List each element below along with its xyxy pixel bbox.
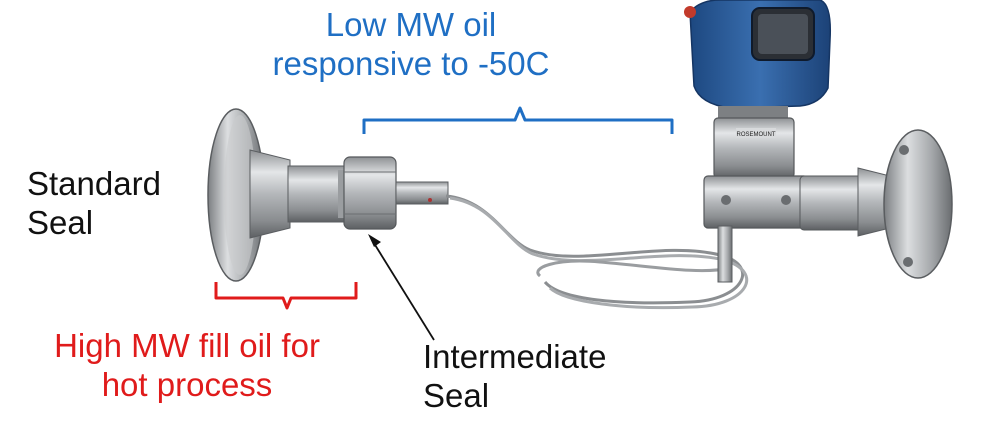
capillary-tube [445, 194, 748, 310]
pressure-transmitter: ROSEMOUNT [684, 0, 832, 283]
intermediate-seal-line2: Seal [423, 376, 490, 414]
standard-seal [207, 108, 348, 282]
intermediate-seal-line1: Intermediate [423, 338, 607, 375]
high-mw-oil-line2: hot process [101, 365, 273, 403]
standard-seal-line1: Standard [27, 165, 161, 202]
intermediate-seal-arrow [368, 234, 435, 341]
low-mw-oil-label: Low MW oil responsive to -50C [246, 6, 576, 84]
intermediate-seal-label: Intermediate Seal [423, 338, 606, 416]
standard-seal-label: Standard Seal [27, 165, 161, 243]
transmitter-module [713, 117, 795, 179]
standard-seal-line2: Seal [27, 203, 94, 241]
intermediate-seal [343, 156, 449, 230]
high-mw-oil-line1: High MW fill oil for [54, 327, 320, 364]
nameplate-text: ROSEMOUNT [737, 132, 776, 138]
low-mw-bracket [362, 106, 674, 134]
intermediate-seal-body [343, 156, 397, 230]
low-mw-oil-line1: Low MW oil [325, 6, 497, 43]
high-mw-oil-label: High MW fill oil for hot process [24, 327, 350, 405]
right-seal [799, 129, 953, 279]
low-mw-oil-line2: responsive to -50C [272, 44, 550, 82]
right-seal-flange [883, 129, 953, 279]
high-mw-bracket [214, 282, 358, 310]
